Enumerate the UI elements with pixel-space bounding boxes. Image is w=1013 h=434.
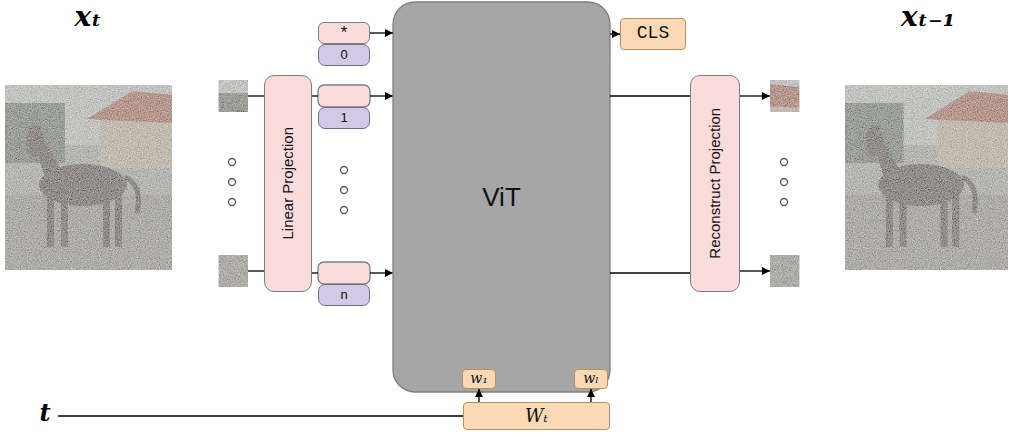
timestep-label: t xyxy=(39,400,50,426)
node-label: 0 xyxy=(340,48,347,62)
token-arrow xyxy=(370,272,393,273)
node-label: w₁ xyxy=(470,371,488,386)
image-label: xₜ₋₁ xyxy=(901,2,955,33)
image-label: xₜ xyxy=(74,2,101,33)
token-wire xyxy=(312,95,318,96)
connector-arrow xyxy=(370,32,393,33)
connector-arrow xyxy=(590,389,591,402)
token-wire xyxy=(312,272,318,273)
node-label: n xyxy=(340,288,347,302)
layer-weight: wₗ xyxy=(574,369,608,389)
noisy-image xyxy=(5,85,172,270)
layer-weight: w₁ xyxy=(462,369,496,389)
vit-outline xyxy=(393,2,610,392)
node-label: ViT xyxy=(482,183,521,212)
connector-arrow xyxy=(610,33,620,34)
node-label: CLS xyxy=(637,24,669,44)
patch-wire xyxy=(248,270,264,271)
position-embedding: 0 xyxy=(318,44,370,66)
cls-output: CLS xyxy=(620,18,686,50)
position-embedding: 1 xyxy=(318,107,370,129)
connector-arrow xyxy=(478,389,479,402)
patch-wire xyxy=(248,95,264,96)
node-label: Wₜ xyxy=(525,406,548,426)
patch-token xyxy=(318,85,370,107)
patch-token xyxy=(318,262,370,284)
projection-box: Reconstruct Projection xyxy=(690,75,740,292)
denoised-image xyxy=(845,85,1008,270)
output-arrow xyxy=(740,270,770,271)
connector-arrow xyxy=(610,272,690,273)
token-arrow xyxy=(370,95,393,96)
position-embedding: n xyxy=(318,284,370,306)
class-token: * xyxy=(318,22,370,44)
timestep-wire xyxy=(58,415,463,416)
vertical-label: Linear Projection xyxy=(280,127,297,240)
vit-block: ViT w₁ wₗ xyxy=(393,2,610,392)
node-label: * xyxy=(341,24,348,43)
weight-generator: Wₜ xyxy=(463,402,610,430)
output-arrow xyxy=(740,95,770,96)
node-label: 1 xyxy=(340,111,347,125)
connector-arrow xyxy=(610,95,690,96)
projection-box: Linear Projection xyxy=(264,75,312,292)
node-label: wₗ xyxy=(583,371,598,386)
vertical-label: Reconstruct Projection xyxy=(707,108,724,259)
